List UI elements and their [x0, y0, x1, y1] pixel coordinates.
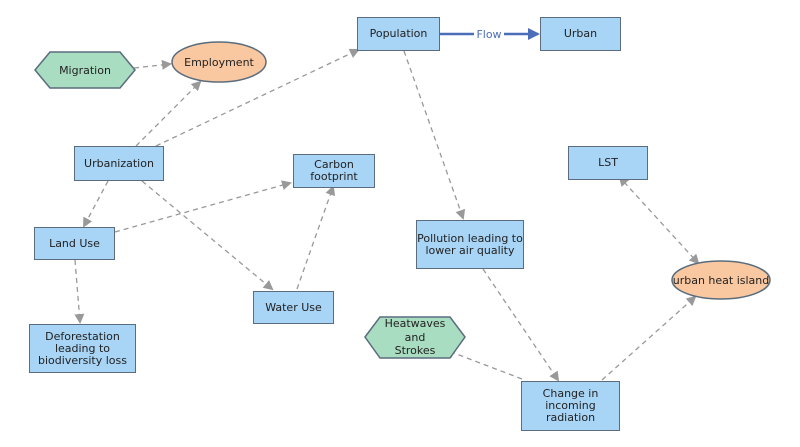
node-population[interactable]: Population — [357, 17, 440, 51]
node-carbon-footprint[interactable]: Carbon footprint — [293, 154, 375, 188]
node-water-use[interactable]: Water Use — [253, 291, 334, 324]
node-water-use-label: Water Use — [265, 300, 322, 314]
node-deforestation-label: Deforestation leading to biodiversity lo… — [38, 329, 127, 367]
node-heatwaves[interactable] — [364, 316, 466, 359]
node-urban-heat-island[interactable] — [671, 260, 771, 300]
node-change-radiation[interactable]: Change in incoming radiation — [521, 381, 620, 431]
edge-urbanization-landuse — [83, 180, 109, 228]
edge-urbanization-wateruse — [141, 180, 274, 291]
node-land-use-label: Land Use — [49, 236, 100, 250]
edge-radiation-heatwaves — [444, 348, 523, 380]
node-migration-label: Migration — [59, 64, 111, 77]
node-employment[interactable] — [171, 41, 267, 83]
edge-landuse-carbon — [114, 180, 292, 233]
node-urban[interactable]: Urban — [540, 17, 621, 51]
edge-population-pollution — [403, 50, 466, 220]
edge-wateruse-carbon — [296, 185, 336, 290]
node-carbon-footprint-label: Carbon footprint — [310, 158, 358, 183]
node-heatwaves-label-2: and — [405, 331, 426, 344]
node-pollution[interactable]: Pollution leading to lower air quality — [416, 220, 524, 269]
node-lst[interactable]: LST — [568, 146, 648, 180]
node-change-radiation-label: Change in incoming radiation — [542, 387, 599, 424]
node-urbanization-label: Urbanization — [84, 156, 154, 170]
edge-urbanization-population — [155, 48, 360, 147]
edge-pollution-radiation — [482, 268, 560, 382]
node-migration[interactable] — [34, 51, 136, 89]
node-urban-heat-island-label: urban heat island — [673, 274, 770, 287]
edge-landuse-deforestation — [74, 259, 85, 324]
node-urban-label: Urban — [563, 27, 598, 40]
edge-urbanization-employment — [135, 80, 202, 147]
edge-migration-employment — [133, 59, 172, 70]
node-lst-label: LST — [598, 156, 618, 169]
node-deforestation[interactable]: Deforestation leading to biodiversity lo… — [29, 324, 136, 373]
node-employment-label: Employment — [184, 56, 254, 69]
node-pollution-label: Pollution leading to lower air quality — [417, 231, 523, 257]
node-land-use[interactable]: Land Use — [34, 227, 115, 260]
edge-lst-uhi — [618, 176, 700, 265]
node-heatwaves-label-3: Strokes — [395, 344, 436, 357]
node-population-label: Population — [369, 27, 428, 40]
node-urbanization[interactable]: Urbanization — [74, 146, 164, 181]
node-heatwaves-label-1: Heatwaves — [385, 317, 446, 330]
edge-flow-label: Flow — [476, 28, 501, 41]
edge-radiation-uhi — [601, 295, 697, 381]
